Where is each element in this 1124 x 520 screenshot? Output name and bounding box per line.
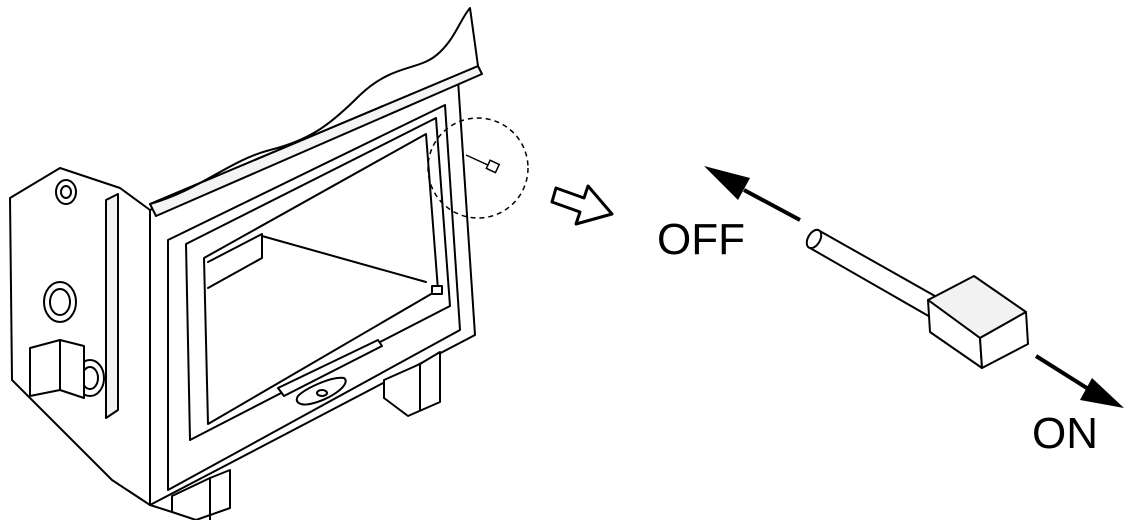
switch-rod: [805, 228, 943, 319]
fireplace-left-side: [9, 167, 151, 506]
dashed-zoom-circle-icon: [427, 117, 529, 219]
fireplace-side-edge: [105, 193, 119, 419]
switch-block: [927, 275, 1029, 369]
off-label: OFF: [657, 215, 745, 264]
foot-left: [29, 339, 61, 397]
hollow-arrow-right-icon: [550, 184, 614, 226]
fireplace-illustration: [9, 7, 483, 520]
arrow-down-right-icon: [1034, 354, 1124, 408]
fireplace-hood: [149, 7, 479, 205]
on-label: ON: [1032, 409, 1098, 458]
door-handle: [277, 339, 383, 397]
arrow-up-left-icon: [704, 166, 801, 222]
